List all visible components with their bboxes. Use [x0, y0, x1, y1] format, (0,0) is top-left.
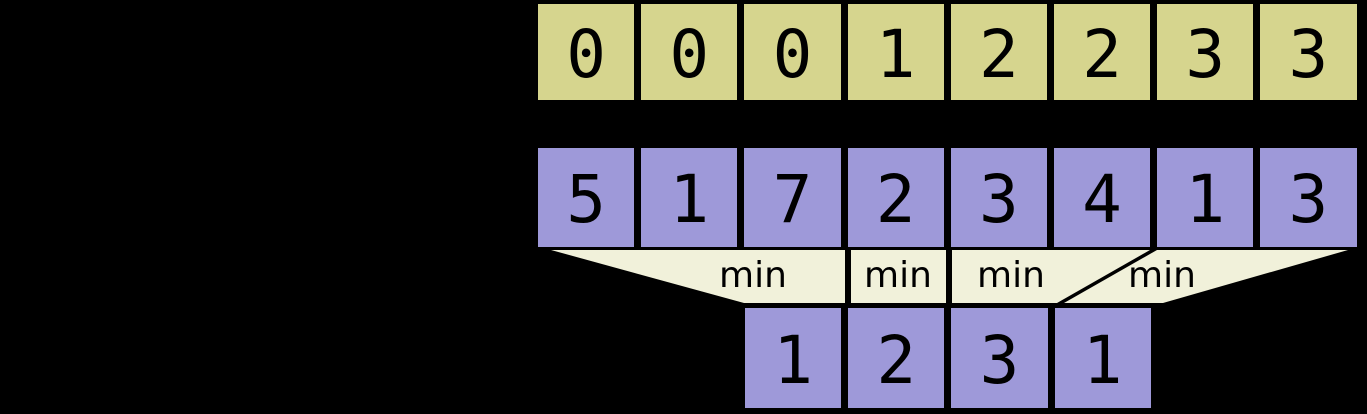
result-cell: 3	[951, 308, 1048, 408]
funnel-1	[551, 250, 845, 303]
array-cell: 2	[847, 148, 944, 247]
funnel-4	[1064, 250, 1348, 303]
min-operation-label: min	[719, 255, 787, 296]
index-cell: 3	[1260, 4, 1357, 100]
index-cell: 1	[847, 4, 944, 100]
result-cell: 1	[1054, 308, 1151, 408]
min-operation-label: min	[1128, 255, 1196, 296]
array-cell: 3	[950, 148, 1047, 247]
index-cell: 0	[538, 4, 635, 100]
index-cell: 2	[950, 4, 1047, 100]
array-row: 5 1 7 2 3 4 1 3	[538, 148, 1357, 247]
index-cell: 0	[744, 4, 841, 100]
funnel-2	[851, 250, 946, 303]
array-cell: 1	[641, 148, 738, 247]
index-cell: 0	[641, 4, 738, 100]
result-cell: 2	[848, 308, 945, 408]
index-row: 0 0 0 1 2 2 3 3	[538, 4, 1357, 100]
min-operation-label: min	[864, 255, 932, 296]
result-cell: 1	[745, 308, 842, 408]
array-cell: 1	[1157, 148, 1254, 247]
array-cell: 3	[1260, 148, 1357, 247]
array-cell: 7	[744, 148, 841, 247]
array-cell: 5	[538, 148, 635, 247]
result-row: 1 2 3 1	[745, 308, 1151, 408]
index-cell: 3	[1157, 4, 1254, 100]
funnel-3	[952, 250, 1150, 303]
array-cell: 4	[1053, 148, 1151, 247]
min-operation-label: min	[977, 255, 1045, 296]
index-cell: 2	[1053, 4, 1151, 100]
